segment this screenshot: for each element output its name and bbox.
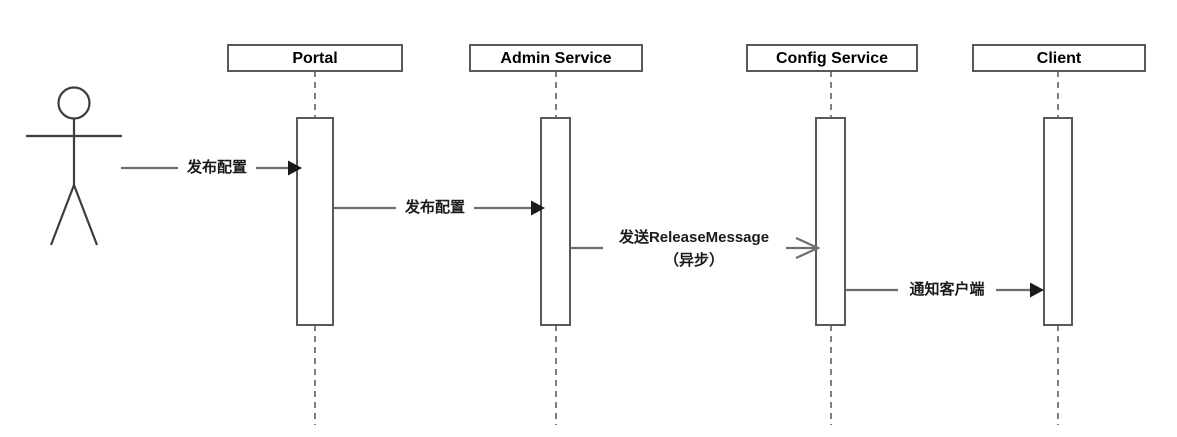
message-1-arrowhead-icon — [288, 160, 302, 176]
lifeline-header-box-client[interactable] — [972, 44, 1146, 72]
lifeline-header-label-config-service: Config Service — [776, 50, 888, 67]
lifeline-header-box-config-service[interactable] — [746, 44, 918, 72]
lifeline-client[interactable]: Client — [972, 44, 1146, 425]
actor-left-leg-line — [49, 184, 76, 246]
message-4-notify-client[interactable]: 通知客户端 — [846, 280, 1044, 298]
lifeline-config-service[interactable]: Config Service — [746, 44, 918, 425]
actor-right-leg-line — [72, 184, 99, 246]
message-2-arrowhead-icon — [531, 200, 545, 216]
message-1-publish-config-to-portal[interactable]: 发布配置 — [121, 158, 302, 176]
activation-bar-config-service[interactable] — [815, 117, 846, 326]
activation-bar-admin-service[interactable] — [540, 117, 571, 326]
lifeline-admin-service[interactable]: Admin Service — [469, 44, 643, 425]
message-4-arrowhead-icon — [1030, 282, 1044, 298]
lifeline-header-label-client: Client — [1037, 50, 1082, 67]
message-3-label-line-1: 发送ReleaseMessage — [618, 228, 769, 246]
message-3-arrowhead-open-icon — [795, 236, 821, 260]
message-3-send-release-message-async[interactable]: 发送ReleaseMessage （异步） — [571, 228, 821, 269]
lifeline-header-label-portal: Portal — [292, 50, 337, 67]
lifeline-header-box-portal[interactable] — [227, 44, 403, 72]
message-2-label: 发布配置 — [404, 198, 465, 216]
activation-bar-portal[interactable] — [296, 117, 334, 326]
message-4-label: 通知客户端 — [909, 280, 984, 298]
message-1-label: 发布配置 — [186, 158, 247, 176]
lifeline-header-label-admin-service: Admin Service — [500, 50, 611, 67]
actor-stick-figure[interactable] — [26, 86, 122, 246]
actor-head-icon — [57, 86, 91, 120]
lifeline-portal[interactable]: Portal — [227, 44, 403, 425]
message-2-publish-config-to-admin-service[interactable]: 发布配置 — [334, 198, 545, 216]
activation-bar-client[interactable] — [1043, 117, 1073, 326]
lifeline-header-box-admin-service[interactable] — [469, 44, 643, 72]
message-3-label-line-2: （异步） — [664, 251, 724, 269]
